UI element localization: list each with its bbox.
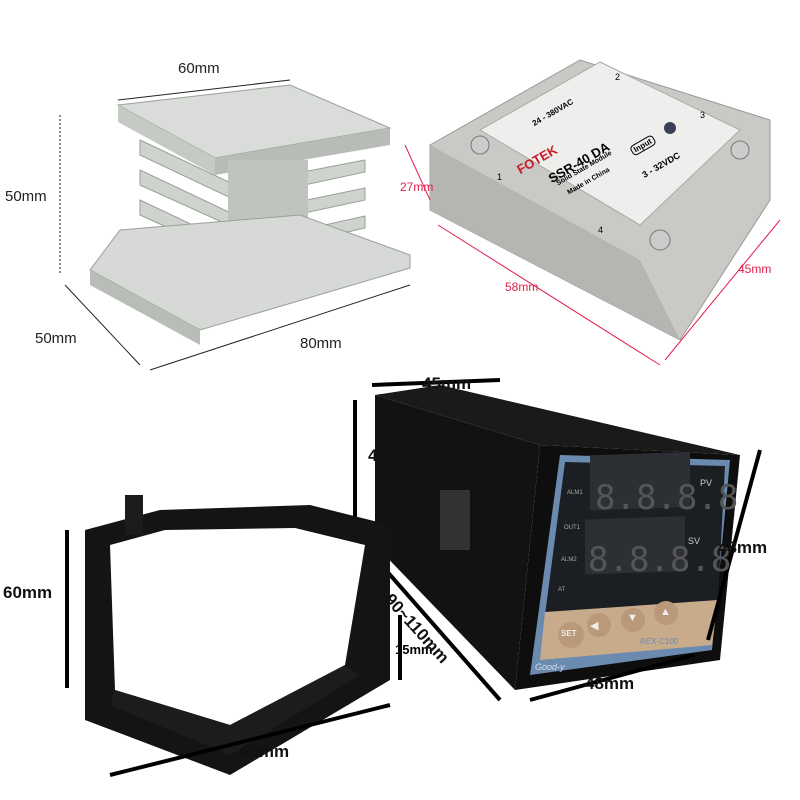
temperature-controller [353, 378, 762, 702]
indicator-out1: OUT1 [564, 525, 581, 531]
controller-brand: Good-y [535, 662, 565, 672]
down-button-icon[interactable]: ▼ [627, 612, 638, 624]
controller-face-width-label: 48mm [585, 674, 635, 693]
bracket-side-label: 15mm [395, 642, 433, 657]
relay-terminal-1: 1 [497, 172, 503, 182]
sv-label: SV [688, 536, 701, 546]
heatsink-depth-label: 50mm [35, 330, 77, 347]
sv-display: 8.8.8.8 [588, 540, 732, 580]
indicator-alm2: ALM2 [561, 557, 577, 563]
bracket-height-label: 60mm [3, 583, 53, 602]
relay-terminal-2: 2 [615, 72, 621, 82]
heatsink-height-label: 50mm [5, 188, 47, 205]
set-button[interactable]: SET [561, 629, 577, 638]
heatsink [59, 79, 411, 371]
heatsink-length-label: 80mm [300, 335, 342, 352]
shift-button-icon[interactable]: ◀ [590, 620, 599, 632]
mounting-bracket [65, 495, 402, 777]
controller-top-width-label: 45mm [422, 374, 472, 393]
pv-label: PV [700, 478, 713, 488]
relay-terminal-3: 3 [700, 110, 706, 120]
controller-face-height-label: 48mm [718, 538, 768, 557]
up-button-icon[interactable]: ▲ [660, 606, 671, 618]
relay-height-label: 27mm [400, 180, 434, 194]
heatsink-width-label: 60mm [178, 60, 220, 77]
relay-terminal-4: 4 [598, 225, 604, 235]
pv-display: 8.8.8.8 [595, 478, 739, 518]
controller-top-height-label: 45mm [368, 446, 418, 465]
indicator-alm1: ALM1 [567, 490, 583, 496]
solid-state-relay [404, 59, 781, 366]
indicator-at: AT [558, 587, 566, 593]
relay-length-label: 58mm [505, 280, 539, 294]
controller-model: REX-C100 [640, 637, 679, 646]
relay-width-label: 45mm [738, 262, 772, 276]
bracket-width-label: 60mm [240, 742, 290, 761]
